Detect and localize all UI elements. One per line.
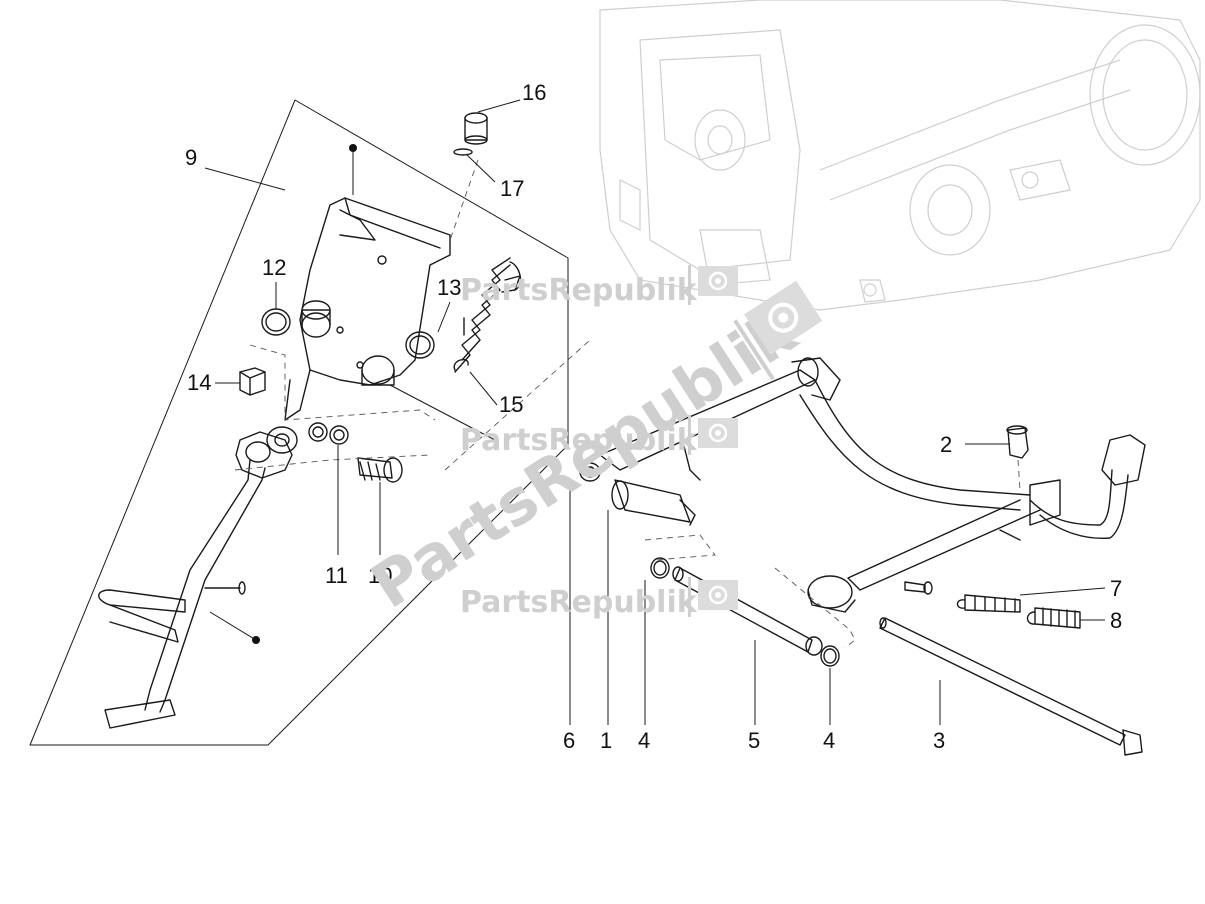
callout-5: 5 xyxy=(748,728,760,753)
callout-7: 7 xyxy=(1110,576,1122,601)
leader-lines xyxy=(204,99,1106,725)
pivot-bolt xyxy=(357,457,403,483)
circlip-right xyxy=(820,645,840,667)
callout-17: 17 xyxy=(500,176,524,201)
callout-16: 16 xyxy=(522,80,546,105)
gear-icon xyxy=(698,418,738,448)
side-stand-spring xyxy=(453,257,522,373)
rubber-pad xyxy=(1006,425,1029,459)
callout-11: 11 xyxy=(325,563,348,588)
small-bolt xyxy=(904,581,933,595)
svg-text:PartsRepublik: PartsRepublik xyxy=(358,294,809,623)
long-bolt xyxy=(879,617,1143,756)
svg-text:PartsRepublik: PartsRepublik xyxy=(460,423,698,458)
pivot-washers xyxy=(308,422,349,445)
callout-1: 1 xyxy=(600,728,612,753)
side-stand-leg xyxy=(98,426,298,729)
circlip-left xyxy=(650,557,670,579)
watermark-diagonal: PartsRepublik xyxy=(358,280,823,623)
shaft xyxy=(672,566,823,656)
bushing xyxy=(301,300,331,338)
watermark-top: PartsRepublik xyxy=(460,265,738,308)
callout-9: 9 xyxy=(185,145,197,170)
side-stand-bracket xyxy=(284,197,451,421)
pivot-tube xyxy=(611,479,696,526)
callout-8: 8 xyxy=(1110,608,1122,633)
callout-4-right: 4 xyxy=(823,728,835,753)
callout-13: 14 xyxy=(187,370,211,395)
callout-6: 6 xyxy=(563,728,575,753)
gear-icon xyxy=(744,280,823,355)
washer xyxy=(453,148,473,156)
svg-text:PartsRepublik: PartsRepublik xyxy=(460,585,698,620)
bolt xyxy=(463,112,488,336)
callout-2: 2 xyxy=(940,432,952,457)
side-stand-kit-frame xyxy=(29,99,569,746)
callout-15: 15 xyxy=(499,392,523,417)
callout-12-right: 13 xyxy=(437,275,461,300)
svg-text:PartsRepublik: PartsRepublik xyxy=(460,273,698,308)
ghost-engine-block xyxy=(599,0,1201,311)
stand-spring-7 xyxy=(956,594,1021,613)
gear-icon xyxy=(698,580,738,610)
callout-10: 10 xyxy=(368,563,392,588)
watermark-middle: PartsRepublik xyxy=(460,415,738,458)
callout-12-left: 12 xyxy=(262,255,286,280)
o-ring-left xyxy=(261,308,291,336)
watermark-bottom: PartsRepublik xyxy=(460,577,738,620)
callout-3: 3 xyxy=(933,728,945,753)
square-nut xyxy=(239,367,266,396)
callout-4-left: 4 xyxy=(638,728,650,753)
plug-cap xyxy=(361,355,395,386)
spacer-6 xyxy=(579,462,601,482)
gear-icon xyxy=(698,266,738,296)
centre-stand xyxy=(599,357,1146,613)
o-ring-right xyxy=(405,331,435,359)
stand-spring-8 xyxy=(1026,607,1081,629)
